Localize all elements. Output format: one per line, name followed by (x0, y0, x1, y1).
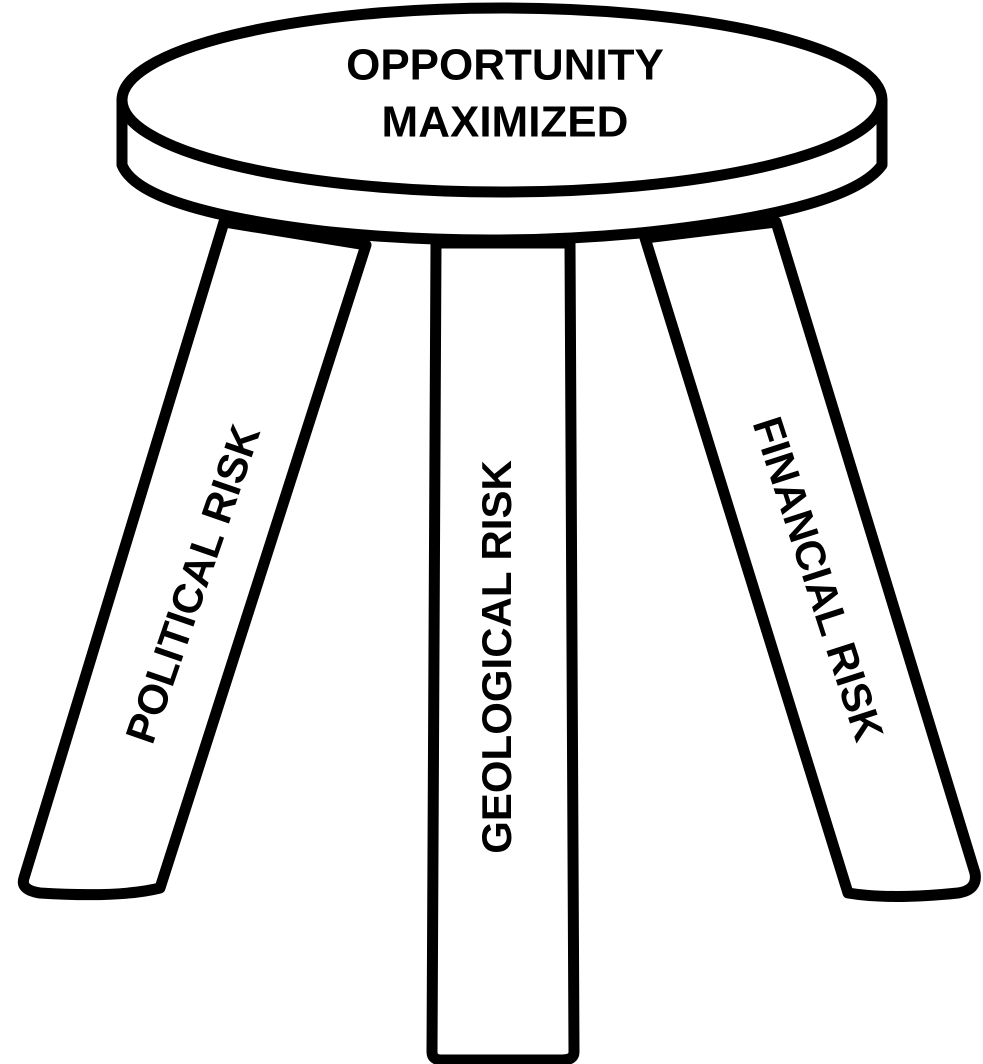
middle-leg: GEOLOGICAL RISK (432, 243, 574, 1060)
middle-leg-label: GEOLOGICAL RISK (473, 460, 520, 854)
seat-label-line-2: MAXIMIZED (382, 98, 629, 147)
left-leg: POLITICAL RISK (23, 222, 366, 895)
right-leg: FINANCIAL RISK (645, 222, 975, 897)
seat-label-line-1: OPPORTUNITY (346, 41, 664, 90)
seat: OPPORTUNITY MAXIMIZED (122, 8, 882, 240)
